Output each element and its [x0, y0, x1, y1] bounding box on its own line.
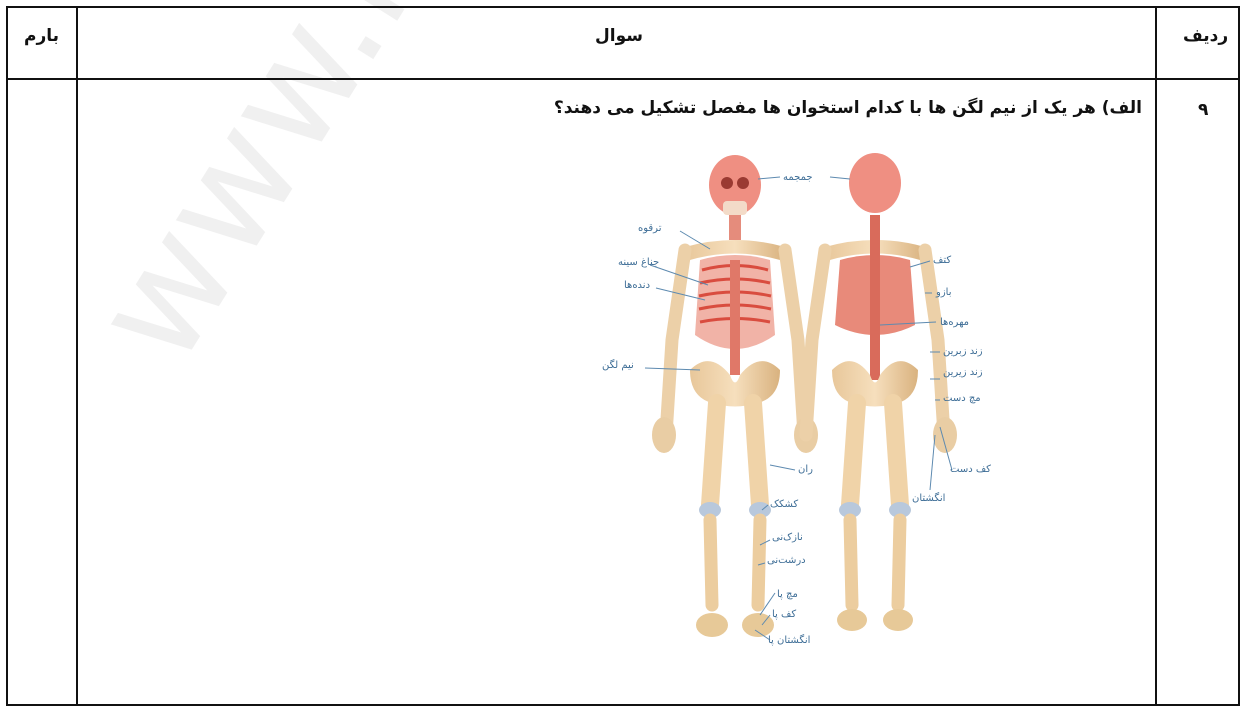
label-palm: کف دست [950, 464, 991, 475]
header-divider [6, 78, 1240, 80]
label-thigh: ران [798, 464, 813, 475]
label-ribs: دنده‌ها [624, 280, 650, 291]
label-kneecap: کشکک [770, 499, 798, 510]
label-radius: زند زیرین [943, 367, 983, 378]
label-arm: بازو [935, 287, 952, 298]
label-fibula: نازک‌نی [772, 532, 803, 543]
row-number: ۹ [1198, 100, 1208, 120]
question-text: الف) هر یک از نیم لگن ها با کدام استخوان… [554, 98, 1142, 118]
label-wrist: مچ دست [943, 393, 981, 404]
label-hip: نیم لگن [602, 359, 634, 371]
label-tibia: درشت‌نی [767, 555, 806, 566]
score-column-header: بارم [24, 26, 59, 46]
label-sole: کف پا [772, 609, 796, 620]
question-column-header: سوال [595, 26, 643, 46]
label-ulna: زند زبرین [943, 346, 983, 357]
score-column-divider [76, 6, 78, 706]
row-column-divider [1155, 6, 1157, 706]
label-collarbone: ترقوه [638, 223, 662, 234]
label-sternum: جناغ سینه [618, 257, 659, 268]
label-shoulder: کتف [933, 255, 951, 266]
label-skull: جمجمه [783, 172, 813, 183]
label-ankle: مچ پا [777, 589, 798, 600]
skeleton-figure: جمجمه ترقوه جناغ سینه دنده‌ها نیم لگن کت… [600, 135, 1020, 680]
row-column-header: ردیف [1183, 26, 1228, 46]
label-fingers: انگشتان [912, 492, 945, 504]
label-vertebrae: مهره‌ها [940, 317, 969, 328]
back-skeleton [806, 153, 957, 631]
label-toes: انگشتان پا [768, 634, 810, 646]
